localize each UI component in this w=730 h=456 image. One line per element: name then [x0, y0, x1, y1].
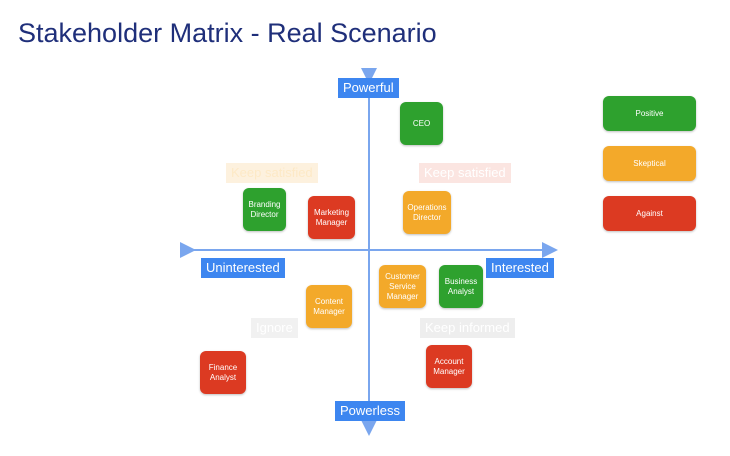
stakeholder-branding-director: Branding Director: [243, 188, 286, 231]
quadrant-label-bottom-left: Ignore: [251, 318, 298, 338]
stakeholder-account-manager: Account Manager: [426, 345, 472, 388]
legend-positive: Positive: [603, 96, 696, 131]
axis-label-powerless: Powerless: [335, 401, 405, 421]
stakeholder-customer-service-manager: Customer Service Manager: [379, 265, 426, 308]
axis-label-interested: Interested: [486, 258, 554, 278]
stakeholder-content-manager: Content Manager: [306, 285, 352, 328]
stakeholder-marketing-manager: Marketing Manager: [308, 196, 355, 239]
stakeholder-finance-analyst: Finance Analyst: [200, 351, 246, 394]
quadrant-label-top-right: Keep satisfied: [419, 163, 511, 183]
stakeholder-ceo: CEO: [400, 102, 443, 145]
quadrant-label-top-left: Keep satisfied: [226, 163, 318, 183]
quadrant-label-bottom-right: Keep informed: [420, 318, 515, 338]
axis-label-powerful: Powerful: [338, 78, 399, 98]
stakeholder-operations-director: Operations Director: [403, 191, 451, 234]
axis-label-uninterested: Uninterested: [201, 258, 285, 278]
page-title: Stakeholder Matrix - Real Scenario: [18, 18, 437, 48]
stakeholder-business-analyst: Business Analyst: [439, 265, 483, 308]
legend-skeptical: Skeptical: [603, 146, 696, 181]
legend-against: Against: [603, 196, 696, 231]
